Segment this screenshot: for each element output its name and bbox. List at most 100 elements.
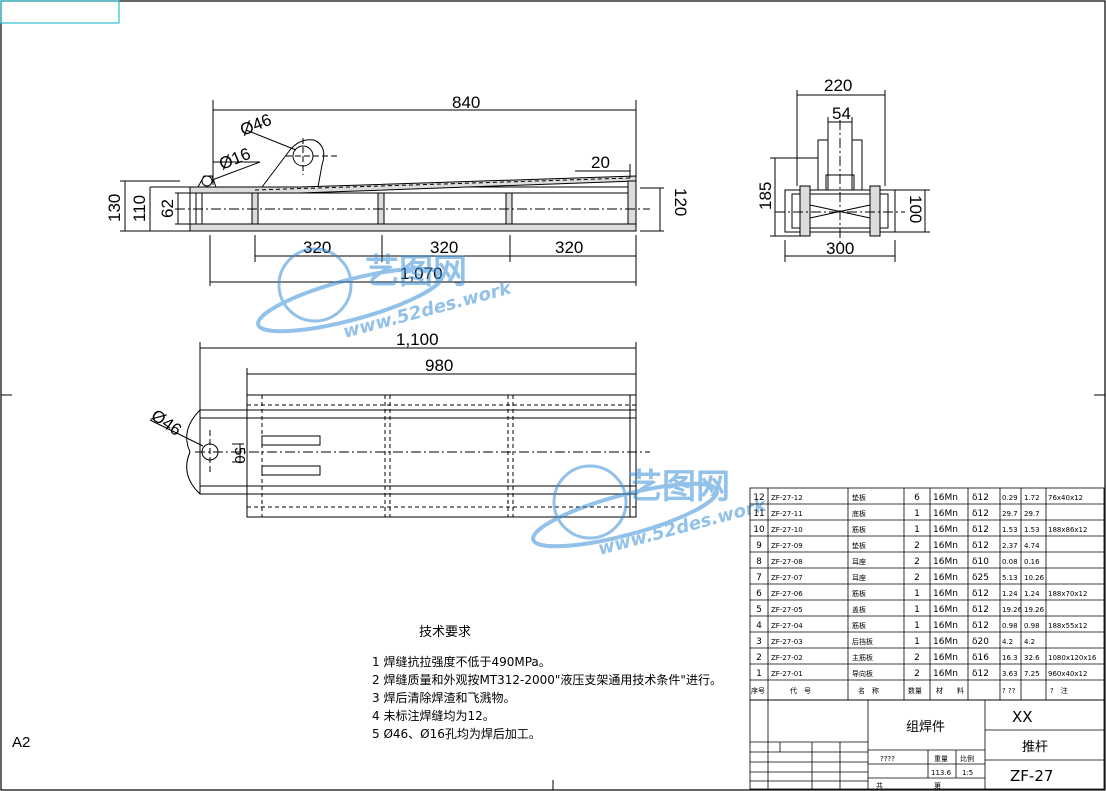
- dim-front-d46: Ø46: [237, 110, 274, 140]
- bom-cell-w1: 16.3: [1002, 654, 1018, 662]
- dim-front-846: 840: [452, 93, 480, 112]
- bom-cell-code: ZF-27-06: [771, 590, 803, 598]
- bom-cell-name: 盖板: [852, 605, 866, 614]
- bom-cell-w2: 0.98: [1024, 622, 1040, 630]
- bom-cell-no: 9: [756, 541, 762, 551]
- bom-cell-note: 188x55x12: [1048, 622, 1087, 630]
- bom-cell-no: 10: [753, 525, 765, 535]
- bom-cell-qty: 1: [914, 589, 920, 599]
- top-view: [149, 342, 650, 518]
- bom-cell-w1: 3.63: [1002, 670, 1018, 678]
- watermark-upper: 艺图网 www.52des.work: [256, 247, 514, 343]
- bom-cell-w1: 0.08: [1002, 558, 1018, 566]
- bom-cell-w1: 0.29: [1002, 494, 1018, 502]
- bom-cell-w2: 4.2: [1024, 638, 1035, 646]
- bom-cell-code: ZF-27-07: [771, 574, 803, 582]
- bom-cell-mat: 16Mn: [933, 509, 958, 519]
- bom-cell-spec: δ12: [972, 605, 989, 615]
- watermark-lower: 艺图网 www.52des.work: [531, 464, 769, 560]
- bom-cell-qty: 6: [914, 493, 920, 503]
- bom-cell-name: 耳座: [852, 573, 866, 582]
- corner-box: [0, 0, 120, 24]
- bom-cell-mat: 16Mn: [933, 605, 958, 615]
- dim-top-980: 980: [425, 356, 453, 375]
- title-sheet-label: 第: [934, 781, 941, 790]
- bom-cell-w1: 2.37: [1002, 542, 1018, 550]
- bom-cell-mat: 16Mn: [933, 493, 958, 503]
- bom-header-code: 代 号: [790, 686, 811, 695]
- bom-cell-name: 垫板: [852, 493, 866, 502]
- bom-cell-spec: δ12: [972, 621, 989, 631]
- bom-cell-spec: δ12: [972, 541, 989, 551]
- bom-cell-w2: 19.26: [1024, 606, 1045, 614]
- bom-cell-name: 筋板: [852, 621, 866, 630]
- bom-cell-name: 筋板: [852, 589, 866, 598]
- bom-cell-mat: 16Mn: [933, 589, 958, 599]
- dim-side-54: 54: [832, 104, 851, 123]
- bom-cell-no: 11: [753, 509, 764, 519]
- bom-cell-no: 3: [756, 637, 762, 647]
- bom-cell-mat: 16Mn: [933, 669, 958, 679]
- dim-front-320a: 320: [303, 238, 331, 257]
- title-company: XX: [1012, 708, 1033, 726]
- bom-cell-code: ZF-27-04: [771, 622, 803, 630]
- bom-cell-no: 6: [756, 589, 762, 599]
- bom-cell-qty: 2: [914, 573, 920, 583]
- title-drawing-no: ZF-27: [1010, 767, 1053, 785]
- bom-cell-mat: 16Mn: [933, 525, 958, 535]
- bom-cell-no: 1: [756, 669, 762, 679]
- watermark-upper-brand: 艺图网: [365, 252, 467, 292]
- title-assembly: 组焊件: [906, 719, 945, 735]
- bom-cell-spec: δ20: [972, 637, 989, 647]
- bom-cell-name: 导向板: [852, 669, 873, 678]
- bom-cell-w1: 5.13: [1002, 574, 1018, 582]
- bom-cell-spec: δ12: [972, 589, 989, 599]
- title-part: 推杆: [1022, 740, 1048, 755]
- bom-cell-w2: 1.53: [1024, 526, 1040, 534]
- bom-header-w: ? ??: [1002, 687, 1016, 695]
- bom-cell-qty: 1: [914, 525, 920, 535]
- bom-cell-note: 188x70x12: [1048, 590, 1087, 598]
- bom-cell-name: 耳座: [852, 557, 866, 566]
- sheet-size: A2: [12, 734, 30, 751]
- bom-cell-note: 1080x120x16: [1048, 654, 1097, 662]
- bom-cell-w2: 7.25: [1024, 670, 1040, 678]
- bom-cell-spec: δ25: [972, 573, 989, 583]
- bom-cell-spec: δ12: [972, 669, 989, 679]
- title-scale-label: 比例: [960, 754, 974, 763]
- dim-front-d16: Ø16: [216, 144, 253, 174]
- title-sheets-label: 共: [876, 781, 883, 790]
- title-weight: 113.6: [931, 769, 952, 777]
- dim-top-50: 50: [231, 447, 248, 464]
- dim-front-120: 120: [671, 188, 690, 216]
- bom-cell-code: ZF-27-10: [771, 526, 803, 534]
- dim-front-20: 20: [591, 153, 610, 172]
- bom-cell-w2: 1.72: [1024, 494, 1040, 502]
- bom-cell-name: 底板: [852, 509, 866, 518]
- bom-cell-mat: 16Mn: [933, 541, 958, 551]
- bom-cell-mat: 16Mn: [933, 637, 958, 647]
- side-view: [770, 90, 930, 262]
- bom-cell-code: ZF-27-11: [771, 510, 803, 518]
- bom-cell-no: 5: [756, 605, 762, 615]
- bom-cell-w1: 1.24: [1002, 590, 1018, 598]
- bom-cell-w1: 29.7: [1002, 510, 1018, 518]
- note-3: 3 焊后清除焊渣和飞溅物。: [372, 690, 515, 705]
- bom-cell-qty: 1: [914, 509, 920, 519]
- title-scale: 1:5: [962, 769, 973, 777]
- bom-cell-no: 7: [756, 573, 762, 583]
- dim-side-185: 185: [756, 182, 775, 210]
- bom-cell-name: 垫板: [852, 541, 866, 550]
- dim-front-320c: 320: [555, 238, 583, 257]
- bom-cell-code: ZF-27-03: [771, 638, 803, 646]
- dim-front-130: 130: [105, 194, 124, 222]
- bom-cell-qty: 1: [914, 605, 920, 615]
- bom-cell-spec: δ10: [972, 557, 989, 567]
- bom-cell-name: 主筋板: [852, 653, 873, 662]
- bom-cell-spec: δ16: [972, 653, 989, 663]
- dim-front-62: 62: [158, 199, 177, 218]
- dim-side-300: 300: [826, 239, 854, 258]
- bom-header-mat: 材 料: [936, 686, 964, 695]
- bom-cell-qty: 1: [914, 637, 920, 647]
